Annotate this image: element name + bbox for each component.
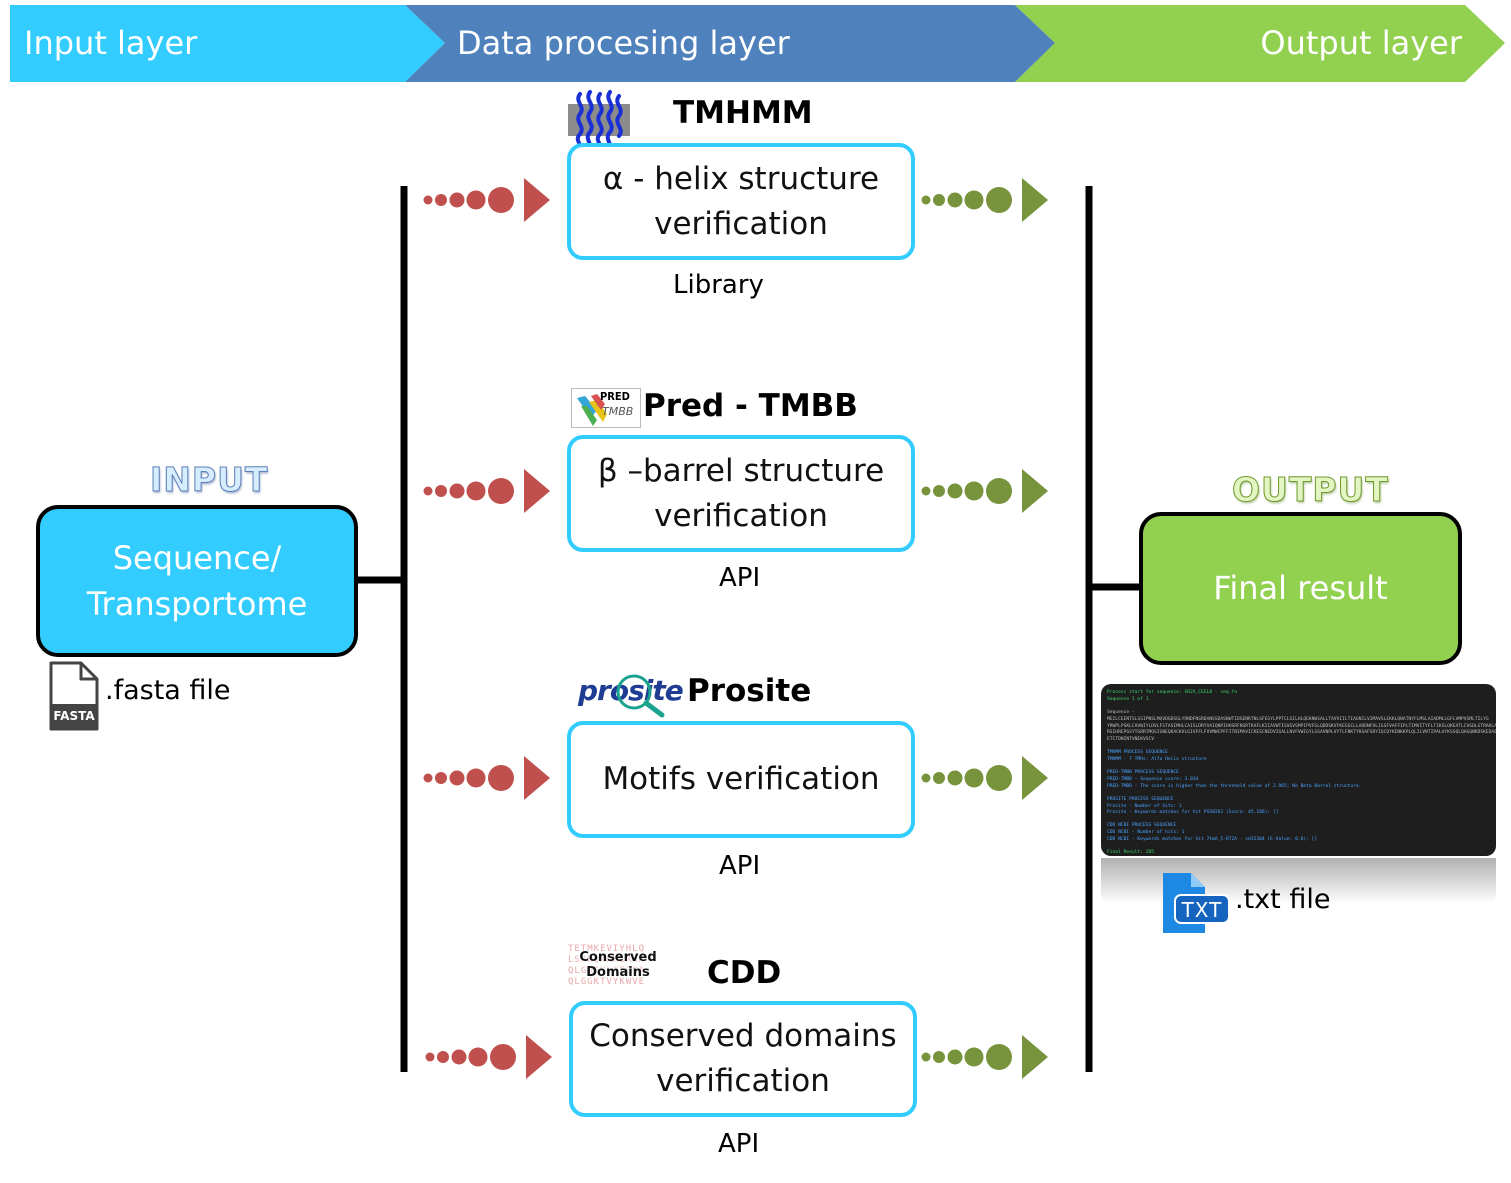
predtmbb-logo-text2: TMBB xyxy=(602,405,634,418)
fasta-file-icon xyxy=(49,661,99,731)
conserved-domains-line2: verification xyxy=(656,1063,830,1099)
console-line: PRED-TMBB - The score is higher than the… xyxy=(1107,783,1362,789)
console-line: PRED-TMBB - Sequence score: 3.034 xyxy=(1107,776,1199,782)
console-line: CDD NCBI - Number of hits: 1 xyxy=(1107,830,1185,836)
input-layer-chevron xyxy=(10,5,445,82)
alpha-helix-line1: α - helix structure xyxy=(602,160,880,197)
console-line: Sequence - MEILCEENTSLSSIPNSLMQVDGDSGLYR… xyxy=(1107,709,1489,722)
console-lines: Process start for sequence: SR2A_CEELB -… xyxy=(1107,690,1496,856)
final-result-box: Final result xyxy=(1139,512,1462,665)
processing-layer-chevron xyxy=(405,5,1055,82)
beta-barrel-verification-box: β –barrel structure verification xyxy=(567,435,915,552)
input-sequence-box: Sequence/ Transportome xyxy=(36,505,358,657)
output-arrow-tmhmm xyxy=(921,178,1048,222)
prosite-title: Prosite xyxy=(687,673,812,709)
output-arrow-prosite xyxy=(921,756,1048,800)
console-line: PROSITE PROCESS SEQUENCE xyxy=(1107,796,1174,802)
output-layer-label: Output layer xyxy=(1260,24,1462,62)
cdd-logo-text2: Domains xyxy=(586,965,650,980)
input-box-line2: Transportome xyxy=(86,585,308,623)
input-layer-label: Input layer xyxy=(24,24,198,62)
console-line: YRWPLPSKLCAVWIYLDVLFSTASIMHLCAISLDRYVAIQ… xyxy=(1107,723,1496,729)
cdd-access-label: API xyxy=(718,1129,760,1159)
predtmbb-logo xyxy=(571,388,641,428)
prosite-magnifier-icon xyxy=(616,674,665,718)
alpha-helix-verification-box: α - helix structure verification xyxy=(567,143,915,260)
txt-file-icon xyxy=(1163,873,1230,933)
output-arrow-predtmbb xyxy=(921,469,1048,513)
fasta-icon-text: FASTA xyxy=(53,709,95,723)
input-arrow-predtmbb xyxy=(423,469,550,513)
conserved-domains-line1: Conserved domains xyxy=(589,1018,897,1055)
console-line: CDD NCBI - Keywords matches for hit 7tmA… xyxy=(1107,837,1318,843)
tmhmm-protein-logo xyxy=(568,90,630,150)
console-line: TMHMM - 7 TMHs; Alfa Helix structure xyxy=(1107,757,1207,763)
alpha-helix-line2: verification xyxy=(654,205,828,242)
predtmbb-access-label: API xyxy=(719,563,761,593)
layer-header-bar xyxy=(10,5,1505,82)
cdd-title: CDD xyxy=(707,955,782,991)
processing-layer-label: Data procesing layer xyxy=(457,24,790,62)
motifs-verification-box: Motifs verification xyxy=(567,721,915,838)
prosite-logo-text: prosite xyxy=(578,674,684,707)
console-line: TMHMM PROCESS SEQUENCE xyxy=(1107,750,1168,756)
prosite-access-label: API xyxy=(719,851,761,881)
result-console-screenshot: Process start for sequence: SR2A_CEELB -… xyxy=(1101,684,1496,856)
tmhmm-title: TMHMM xyxy=(673,95,813,131)
fasta-file-label: .fasta file xyxy=(105,675,231,706)
motifs-line1: Motifs verification xyxy=(602,761,880,798)
input-heading: INPUT xyxy=(149,460,269,500)
predtmbb-logo-text1: PRED xyxy=(600,390,630,403)
console-line: Prosite - Keywords matches for hit PS502… xyxy=(1107,810,1279,816)
input-arrow-tmhmm xyxy=(423,178,550,222)
input-box-line1: Sequence/ xyxy=(112,538,282,577)
beta-barrel-line1: β –barrel structure xyxy=(597,452,885,489)
cdd-logo-text: Conserved Domains xyxy=(568,950,668,980)
final-result-text: Final result xyxy=(1213,569,1388,608)
tmhmm-access-label: Library xyxy=(673,270,764,300)
predtmbb-title: Pred - TMBB xyxy=(643,388,858,424)
console-line: PRED-TMBB PROCESS SEQUENCE xyxy=(1107,770,1179,776)
output-arrow-cdd xyxy=(921,1035,1048,1079)
console-line: Process start for sequence: SR2A_CEELB -… xyxy=(1107,690,1237,695)
conserved-domains-verification-box: Conserved domains verification xyxy=(569,1001,917,1117)
console-line: Prosite - Number of hits: 1 xyxy=(1107,803,1182,809)
console-line: Sequence 1 of 1 xyxy=(1107,696,1149,702)
console-line: RSIHREPGSYTGRRTMQSISNEQKACKVLGIVFFLFVVMW… xyxy=(1107,730,1496,736)
console-line: CDD NCBI PROCESS SEQUENCE xyxy=(1107,823,1177,829)
txt-icon-text: TXT xyxy=(1181,898,1223,922)
output-heading: OUTPUT xyxy=(1232,470,1389,510)
beta-barrel-line2: verification xyxy=(654,497,828,534)
txt-file-label: .txt file xyxy=(1235,884,1331,915)
input-arrow-cdd xyxy=(425,1035,552,1079)
input-arrow-prosite xyxy=(423,756,550,800)
console-line: ETCTDNINTVNEKVSCV xyxy=(1107,737,1155,743)
console-line: Final Result: 205 xyxy=(1107,850,1155,856)
cdd-logo-text1: Conserved xyxy=(579,950,657,965)
output-layer-chevron xyxy=(1015,5,1505,82)
